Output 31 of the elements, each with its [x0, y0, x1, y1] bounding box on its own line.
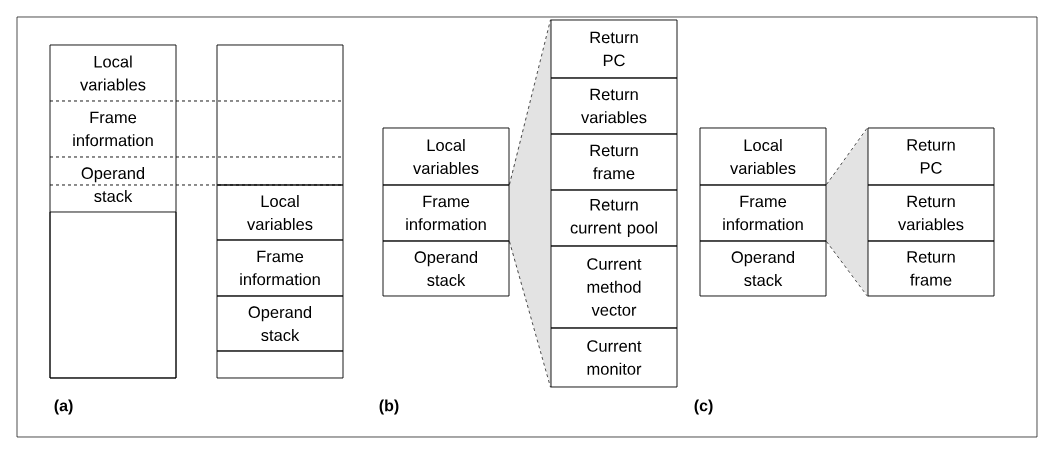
stack-cell: Local variables: [216, 184, 344, 241]
dashed-line: [509, 241, 551, 388]
stack-cell: Return frame: [867, 240, 995, 297]
panel-label: (b): [379, 399, 399, 415]
stack-cell: Current method vector: [550, 245, 678, 329]
stack-cell: Frame information: [216, 239, 344, 297]
dashed-line: [509, 19, 551, 185]
stack-cell: Operand stack: [382, 240, 510, 297]
stack-cell: Frame information: [699, 184, 827, 242]
dashed-line: [826, 241, 868, 297]
empty-cell: [216, 350, 344, 379]
stack-cell: Operand stack: [216, 295, 344, 352]
stack-cell: Current monitor: [550, 327, 678, 388]
stack-cell: Local variables: [382, 127, 510, 186]
empty-cell: [216, 44, 344, 186]
stack-cell: Return variables: [867, 184, 995, 242]
stack-cell: Operand stack: [81, 166, 145, 203]
stack-cell: Operand stack: [699, 240, 827, 297]
stack-cell: Local variables: [699, 127, 827, 186]
stack-cell: Frame information: [73, 111, 153, 147]
dashed-line: [826, 127, 868, 185]
stack-cell: Local variables: [80, 55, 146, 91]
stack-cell: Return PC: [867, 127, 995, 186]
stack-cell: Return frame: [550, 133, 678, 191]
empty-cell: [49, 211, 177, 379]
stack-cell: Frame information: [382, 184, 510, 242]
stack-cell: Return current pool: [550, 189, 678, 247]
panel-label: (c): [694, 399, 713, 415]
stack-cell: Return variables: [550, 77, 678, 135]
panel-label: (a): [54, 399, 73, 415]
stack-cell: Return PC: [550, 19, 678, 79]
